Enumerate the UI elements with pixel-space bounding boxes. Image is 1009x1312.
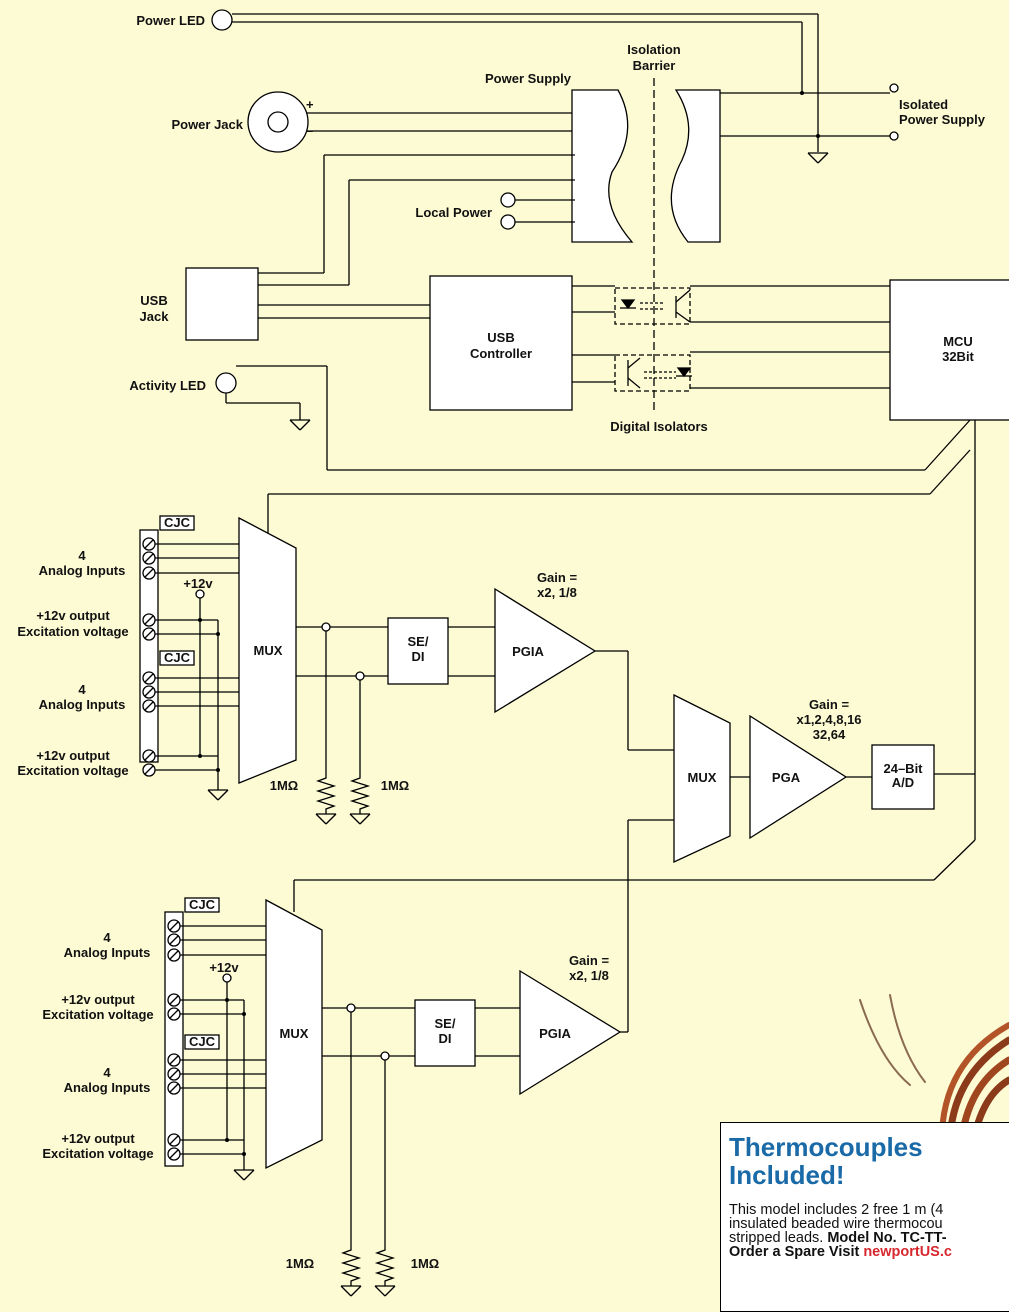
power-supply-left [571, 89, 634, 243]
sedi-2-label-1: SE/ [435, 1016, 456, 1031]
mux-3 [265, 898, 323, 1170]
thermocouples-promo-box: Thermocouples Included! This model inclu… [720, 1122, 1009, 1312]
usb-controller-label-2: Controller [470, 346, 532, 361]
local-power-led-1 [500, 192, 516, 208]
activity-led-label: Activity LED [129, 378, 206, 393]
gain-pgia-1-label-2: x2, 1/8 [537, 585, 577, 600]
sedi-2-label-2: DI [439, 1031, 452, 1046]
resistor-label-1: 1MΩ [270, 778, 298, 793]
pgia-1 [494, 587, 597, 714]
mux-2-label: MUX [688, 770, 717, 785]
excitation-label-3b: Excitation voltage [42, 1007, 153, 1022]
gain-pgia-2-label-1: Gain = [569, 953, 610, 968]
cjc-label-3: CJC [189, 897, 216, 912]
excitation-label-4b: Excitation voltage [42, 1146, 153, 1161]
minus-label: – [306, 123, 313, 138]
gain-pga-label-1: Gain = [809, 697, 850, 712]
promo-order-text: Order a Spare Visit [729, 1244, 864, 1260]
resistor-label-4: 1MΩ [411, 1256, 439, 1271]
plus-label: + [306, 97, 314, 112]
pgia-2 [519, 969, 622, 1096]
promo-line-3: stripped leads. [729, 1230, 828, 1246]
sedi-1-label-1: SE/ [408, 634, 429, 649]
analog-inputs-label-1b: Analog Inputs [39, 563, 126, 578]
isolated-ps-label-1: Isolated [899, 97, 948, 112]
mcu [889, 279, 1009, 421]
promo-line-1: This model includes 2 free 1 m (4 [729, 1202, 944, 1218]
se-di-2 [414, 999, 476, 1067]
isolated-ps-label-2: Power Supply [899, 112, 986, 127]
adc [871, 744, 935, 810]
analog-inputs-label-2a: 4 [78, 682, 86, 697]
promo-text: This model includes 2 free 1 m (4 insula… [729, 1202, 1009, 1260]
power-led-icon [211, 9, 233, 31]
excitation-label-3a: +12v output [61, 992, 135, 1007]
power-supply-label: Power Supply [485, 71, 572, 86]
excitation-label-4a: +12v output [61, 1131, 135, 1146]
gain-pga-label-3: 32,64 [813, 727, 846, 742]
mcu-label-1: MCU [943, 334, 973, 349]
adc-label-2: A/D [892, 775, 914, 790]
local-power-led-2 [500, 214, 516, 230]
activity-led-icon [215, 372, 237, 394]
excitation-label-1b: Excitation voltage [17, 624, 128, 639]
plus12v-label-2: +12v [209, 960, 239, 975]
adc-label-1: 24–Bit [883, 761, 923, 776]
gain-pgia-2-label-2: x2, 1/8 [569, 968, 609, 983]
excitation-label-1a: +12v output [36, 608, 110, 623]
usb-jack [185, 267, 259, 341]
promo-website-link[interactable]: newportUS.c [863, 1244, 952, 1260]
pga [749, 714, 848, 840]
sedi-1-label-2: DI [412, 649, 425, 664]
digital-isolators-label: Digital Isolators [610, 419, 708, 434]
analog-inputs-label-3a: 4 [103, 930, 111, 945]
analog-inputs-label-2b: Analog Inputs [39, 697, 126, 712]
mcu-label-2: 32Bit [942, 349, 974, 364]
promo-title: Thermocouples Included! [729, 1132, 923, 1190]
gain-pga-label-2: x1,2,4,8,16 [796, 712, 861, 727]
power-supply-right [670, 89, 721, 243]
isolation-barrier-label-2: Barrier [633, 58, 676, 73]
mux-2 [673, 693, 731, 864]
local-power-label: Local Power [415, 205, 492, 220]
mux-1-label: MUX [254, 643, 283, 658]
pgia-1-label: PGIA [512, 644, 544, 659]
gain-pgia-1-label-1: Gain = [537, 570, 578, 585]
usb-controller-label-1: USB [487, 330, 514, 345]
analog-inputs-label-4b: Analog Inputs [64, 1080, 151, 1095]
mux-1 [238, 516, 297, 784]
analog-inputs-label-4a: 4 [103, 1065, 111, 1080]
mux-3-label: MUX [280, 1026, 309, 1041]
pgia-2-label: PGIA [539, 1026, 571, 1041]
usb-jack-label-1: USB [140, 293, 167, 308]
cjc-label-4: CJC [189, 1034, 216, 1049]
excitation-label-2a: +12v output [36, 748, 110, 763]
power-led-label: Power LED [136, 13, 205, 28]
promo-model-no: Model No. TC-TT- [827, 1230, 947, 1246]
cjc-label-2: CJC [164, 650, 191, 665]
se-di-1 [387, 617, 449, 685]
usb-jack-label-2: Jack [140, 309, 170, 324]
resistor-label-2: 1MΩ [381, 778, 409, 793]
analog-inputs-label-3b: Analog Inputs [64, 945, 151, 960]
excitation-label-2b: Excitation voltage [17, 763, 128, 778]
promo-line-2: insulated beaded wire thermocou [729, 1216, 943, 1232]
analog-inputs-label-1a: 4 [78, 548, 86, 563]
usb-controller [429, 275, 573, 411]
plus12v-label-1: +12v [183, 576, 213, 591]
cjc-label-1: CJC [164, 515, 191, 530]
pga-label: PGA [772, 770, 801, 785]
power-jack-label: Power Jack [171, 117, 243, 132]
resistor-label-3: 1MΩ [286, 1256, 314, 1271]
isolation-barrier-label-1: Isolation [627, 42, 681, 57]
